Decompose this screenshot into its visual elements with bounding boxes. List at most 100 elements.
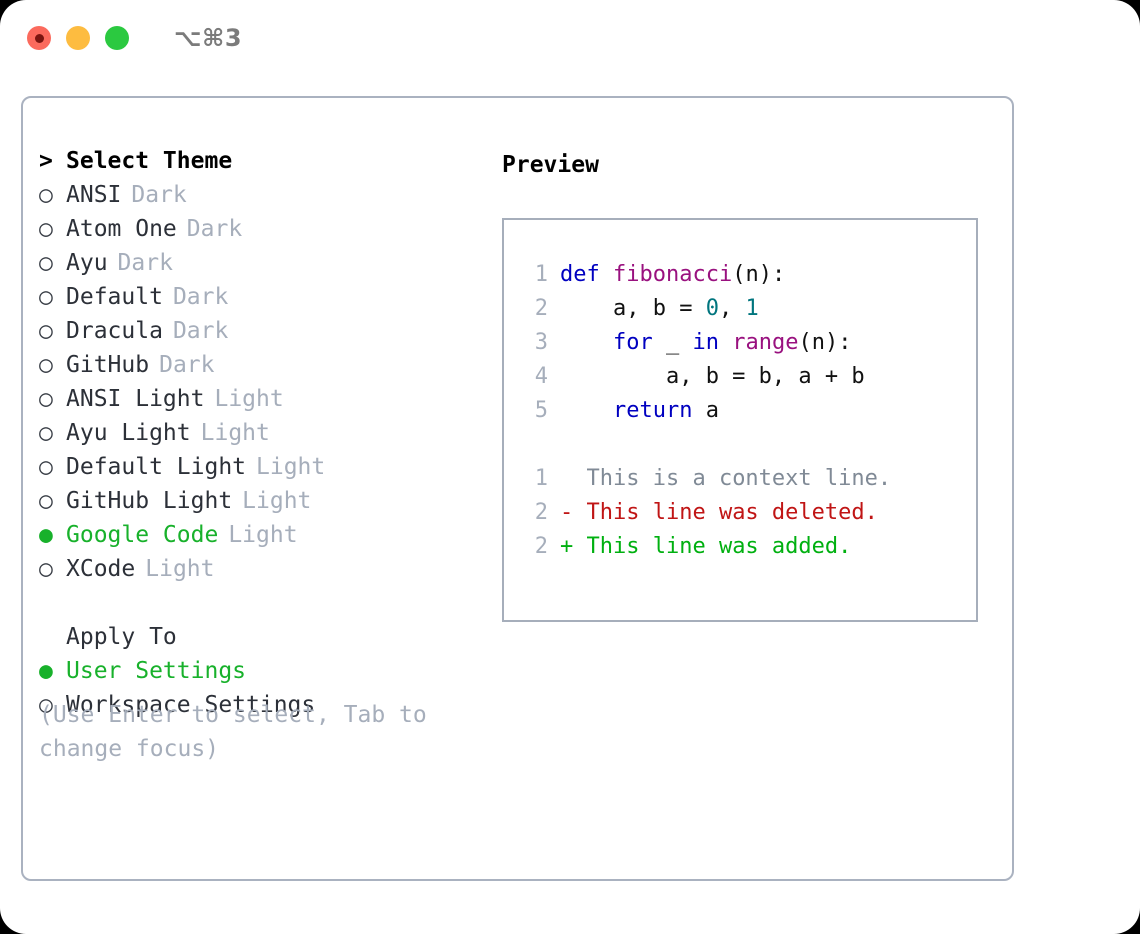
radio-unselected-icon: ○ <box>39 386 53 412</box>
theme-option-variant: Light <box>200 420 270 446</box>
code-line: 3 for _ in range(n): <box>518 326 976 360</box>
code-line-number: 4 <box>534 364 548 389</box>
code-line-text: a, b = b, a + b <box>560 360 865 394</box>
code-token-kw: return <box>612 398 693 423</box>
radio-unselected-icon: ○ <box>39 420 53 446</box>
theme-option-label: Ayu Light <box>66 420 191 446</box>
minimize-button[interactable] <box>66 26 90 50</box>
code-line: 5 return a <box>518 394 976 428</box>
diff-line-number: 2 <box>534 500 548 525</box>
radio-unselected-icon: ○ <box>39 216 53 242</box>
radio-unselected-icon: ○ <box>39 250 53 276</box>
diff-line: 1 This is a context line. <box>518 462 976 496</box>
code-token-pl <box>560 398 613 423</box>
code-line-text: def fibonacci(n): <box>560 258 785 292</box>
theme-option-ayu-light[interactable]: ○ Ayu Light Light <box>39 420 479 454</box>
code-token-pl <box>560 330 613 355</box>
theme-option-variant: Light <box>256 454 326 480</box>
code-token-kw: in <box>692 330 719 355</box>
radio-unselected-icon: ○ <box>39 352 53 378</box>
diff-line: 2+ This line was added. <box>518 530 976 564</box>
diff-sample: 1 This is a context line.2- This line wa… <box>518 462 976 564</box>
code-line: 1 def fibonacci(n): <box>518 258 976 292</box>
radio-unselected-icon: ○ <box>39 284 53 310</box>
theme-picker-heading-label: Select Theme <box>66 148 233 174</box>
code-token-kw: for <box>612 330 653 355</box>
radio-unselected-icon: ○ <box>39 692 53 718</box>
code-line-number: 1 <box>534 262 548 287</box>
theme-option-label: Ayu <box>66 250 108 276</box>
theme-option-label: Default <box>66 284 163 310</box>
theme-option-label: Default Light <box>66 454 247 480</box>
code-diff-gap <box>518 428 976 462</box>
code-token-pl: _ <box>652 330 693 355</box>
theme-option-label: Google Code <box>66 522 219 548</box>
theme-option-variant: Dark <box>172 284 229 310</box>
diff-line: 2- This line was deleted. <box>518 496 976 530</box>
section-gap <box>39 590 479 624</box>
diff-line-text: This is a context line. <box>573 466 892 491</box>
window-titlebar: ⌥⌘3 <box>0 0 1140 76</box>
diff-marker: - <box>560 500 574 525</box>
theme-option-variant: Dark <box>159 352 215 378</box>
code-line-text: return a <box>560 394 719 428</box>
theme-option-variant: Dark <box>186 216 243 242</box>
diff-marker <box>560 462 573 496</box>
code-token-pl: (n): <box>798 330 852 355</box>
maximize-button[interactable] <box>105 26 129 50</box>
close-button[interactable] <box>27 26 51 50</box>
radio-selected-icon: ● <box>39 522 53 548</box>
radio-unselected-icon: ○ <box>39 556 53 582</box>
theme-option-variant: Dark <box>131 182 187 208</box>
code-token-pl <box>600 262 613 287</box>
theme-option-variant: Light <box>242 488 312 514</box>
diff-line-text: This line was deleted. <box>573 500 878 525</box>
apply-to-option-label: Workspace Settings <box>66 692 316 718</box>
code-token-fn: fibonacci <box>613 262 733 287</box>
theme-option-label: ANSI Light <box>66 386 205 412</box>
code-token-pl: a, b = <box>560 296 706 321</box>
diff-line-text: This line was added. <box>573 534 852 559</box>
apply-to-heading-label: Apply To <box>66 624 177 650</box>
apply-to-option-workspace-settings[interactable]: ○ Workspace Settings <box>39 692 479 726</box>
theme-option-default-light[interactable]: ○ Default Light Light <box>39 454 479 488</box>
theme-option-default[interactable]: ○ Default Dark <box>39 284 479 318</box>
code-token-num: 0 <box>705 296 719 321</box>
theme-option-variant: Light <box>145 556 215 582</box>
theme-option-google-code[interactable]: ● Google Code Light <box>39 522 479 556</box>
code-token-kw: def <box>560 262 600 287</box>
apply-to-indent: ○ <box>39 624 66 650</box>
code-token-pl <box>719 330 732 355</box>
apply-to-option-user-settings[interactable]: ●User Settings <box>39 658 479 692</box>
window-shortcut-label: ⌥⌘3 <box>174 24 243 52</box>
radio-selected-icon: ● <box>39 658 53 684</box>
radio-unselected-icon: ○ <box>39 454 53 480</box>
theme-option-variant: Dark <box>172 318 229 344</box>
code-line-number: 5 <box>534 398 548 423</box>
apply-to-heading: ○Apply To <box>39 624 479 658</box>
diff-marker: + <box>560 534 574 559</box>
code-token-pl: a <box>692 398 719 423</box>
theme-option-variant: Light <box>228 522 298 548</box>
code-line: 4 a, b = b, a + b <box>518 360 976 394</box>
preview-title: Preview <box>502 152 599 178</box>
code-token-num: 1 <box>745 296 759 321</box>
close-icon <box>34 33 44 43</box>
code-line-text: for _ in range(n): <box>560 326 851 360</box>
code-token-fn: range <box>732 330 799 355</box>
radio-unselected-icon: ○ <box>39 318 53 344</box>
